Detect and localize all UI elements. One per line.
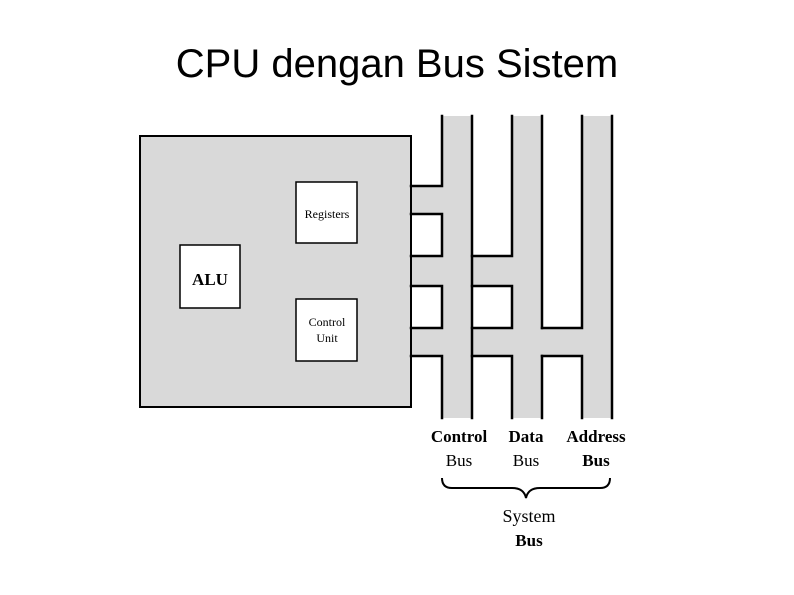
data-bus-label-line1: Data <box>509 427 544 446</box>
address-bus-label-line1: Address <box>566 427 626 446</box>
data-bus-outline <box>470 114 544 420</box>
control-bus-label-line2: Bus <box>446 451 472 470</box>
control-bus-label-line1: Control <box>431 427 488 446</box>
address-bus-fill <box>582 116 612 418</box>
data-bus-fill <box>512 116 542 418</box>
control-bus-outline <box>409 114 474 420</box>
data-bus-label-line2: Bus <box>513 451 539 470</box>
registers-box <box>295 181 358 244</box>
bus-labels: Control Bus Data Bus Address Bus <box>431 427 626 470</box>
system-bus-label-line1: System <box>502 506 555 526</box>
bus-fill <box>411 116 612 418</box>
control-link-fill <box>411 186 442 214</box>
registers-label: Registers <box>305 207 350 221</box>
system-bus-label-line2: Bus <box>515 531 543 550</box>
address-bus-label-line2: Bus <box>582 451 610 470</box>
address-bus-outline <box>540 114 614 420</box>
address-link-fill <box>411 328 582 356</box>
control-unit-label-line1: Control <box>309 315 346 329</box>
system-bus-brace <box>441 477 611 499</box>
components: ALU Registers Control Unit <box>179 181 358 362</box>
control-unit-box <box>295 298 358 362</box>
slide-title: CPU dengan Bus Sistem <box>175 42 619 86</box>
alu-label: ALU <box>192 270 228 289</box>
alu-box <box>179 244 241 309</box>
control-unit-label-line2: Unit <box>316 331 338 345</box>
bus-outlines <box>409 114 614 420</box>
data-link-fill <box>411 256 512 286</box>
